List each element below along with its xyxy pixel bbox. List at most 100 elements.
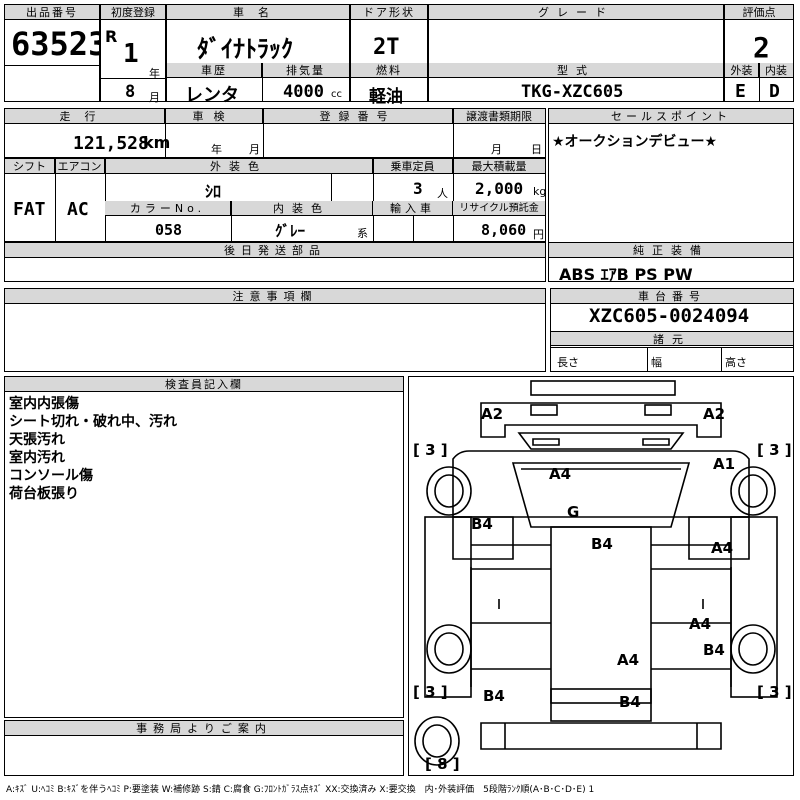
recycle-value: 8,060 — [481, 221, 527, 239]
lot-value: 63523 — [11, 25, 108, 63]
interior-color-unit: 系 — [357, 227, 368, 240]
transfer-day: 日 — [531, 143, 542, 156]
tread-front-right: [ 3 ] — [757, 441, 792, 459]
damage-mark: G — [567, 503, 580, 521]
history-label: 車歴 — [167, 63, 262, 78]
caution-panel: 注意事項欄 — [4, 288, 546, 372]
fuel-label: 燃料 — [351, 63, 427, 78]
door-cell: ドア形状 2T 燃料 軽油 — [350, 4, 428, 107]
fuel-value: 軽油 — [369, 87, 403, 107]
damage-mark: A2 — [481, 405, 504, 423]
truck-outline — [414, 380, 778, 766]
office-panel: 事務局よりご案内 — [4, 720, 404, 776]
damage-mark: A4 — [549, 465, 572, 483]
mileage-unit: km — [143, 133, 171, 152]
sales-point-panel: セールスポイント ★オークションデビュー★ — [548, 108, 794, 256]
history-value: レンタ — [185, 85, 239, 106]
sales-value: ★オークションデビュー★ — [552, 134, 718, 150]
grade-label: グレード — [429, 5, 723, 20]
score-label: 評価点 — [725, 5, 793, 20]
later-parts-panel: 後日発送部品 — [4, 242, 546, 282]
load-label: 最大積載量 — [453, 159, 545, 174]
import-label: 輸入車 — [373, 201, 453, 216]
ac-value: AC — [67, 199, 89, 220]
load-unit: kg — [533, 185, 547, 198]
caution-label: 注意事項欄 — [5, 289, 545, 304]
reg-no-label: 登録番号 — [263, 109, 453, 124]
color-no-label: カラーNo. — [105, 201, 231, 216]
door-value: 2T — [373, 35, 400, 60]
capacity-value: 3 — [413, 179, 423, 198]
door-label: ドア形状 — [351, 5, 427, 20]
capacity-unit: 人 — [437, 187, 448, 200]
chassis-panel: 車台番号 XZC605-0024094 諸元 長さ 幅 高さ — [550, 288, 794, 372]
row2-panel: 走行 車検 登録番号 譲渡書類期限 121,528 km 年 月 月 日 — [4, 108, 546, 158]
first-reg-label: 初度登録 — [101, 5, 165, 20]
interior-label: 内装 — [759, 63, 793, 78]
name-cell: 車名 ﾀﾞｲﾅﾄﾗｯｸ 車歴 排気量 レンタ 4000 cc — [166, 4, 350, 106]
month-unit: 月 — [149, 91, 160, 104]
inspector-label: 検査員記入欄 — [5, 377, 403, 392]
inspector-line: 室内内張傷 — [9, 396, 79, 412]
equipment-panel: 純正装備 ABS ｴｱB PS PW — [548, 242, 794, 284]
damage-mark: A2 — [703, 405, 726, 423]
tread-spare: [ 8 ] — [425, 755, 460, 773]
model-label: 型式 — [429, 63, 723, 78]
equipment-value: ABS ｴｱB PS PW — [559, 265, 693, 284]
score-cell: 評価点 2 外装 内装 E D — [724, 4, 794, 102]
interior-color-value: ｸﾞﾚｰ — [275, 222, 306, 240]
inspection-label: 車検 — [165, 109, 263, 124]
displacement-value: 4000 — [283, 82, 324, 102]
inspector-line: 荷台板張り — [9, 486, 79, 502]
chassis-value: XZC605-0024094 — [589, 305, 750, 327]
transfer-label: 譲渡書類期限 — [453, 109, 545, 124]
first-reg-month: 8 — [125, 82, 136, 102]
name-value: ﾀﾞｲﾅﾄﾗｯｸ — [197, 35, 293, 63]
inspector-lines: 室内内張傷 シート切れ・破れ中、汚れ 天張汚れ 室内汚れ コンソール傷 荷台板張… — [9, 395, 177, 503]
damage-mark: A4 — [617, 651, 640, 669]
load-value: 2,000 — [475, 179, 524, 198]
shift-label: シフト — [5, 159, 55, 174]
name-label: 車名 — [167, 5, 349, 20]
damage-mark: B4 — [619, 693, 641, 711]
interior-color-label: 内装色 — [231, 201, 373, 216]
inspector-line: 室内汚れ — [9, 450, 65, 466]
exterior-label: 外装 — [725, 63, 759, 78]
damage-mark: B4 — [471, 515, 493, 533]
tread-rear-left: [ 3 ] — [413, 683, 448, 701]
displacement-unit: cc — [331, 89, 342, 100]
exterior-color-value: ｼﾛ — [205, 182, 222, 201]
model-value: TKG-XZC605 — [521, 82, 624, 102]
tread-rear-right: [ 3 ] — [757, 683, 792, 701]
equipment-label: 純正装備 — [549, 243, 793, 258]
capacity-label: 乗車定員 — [373, 159, 453, 174]
first-reg-year: 1 — [123, 39, 139, 69]
damage-diagram: A2 A2 A4 A1 G B4 B4 A4 A4 B4 A4 B4 B4 [ … — [408, 376, 794, 776]
first-reg-era: R — [105, 27, 118, 46]
recycle-unit: 円 — [533, 228, 544, 241]
inspector-line: シート切れ・破れ中、汚れ — [9, 414, 177, 430]
interior-value: D — [769, 81, 780, 102]
damage-mark: A4 — [711, 539, 734, 557]
damage-mark: B4 — [591, 535, 613, 553]
legend-text: A:ｷｽﾞ U:ﾍｺﾐ B:ｷｽﾞを伴うﾍｺﾐ P:要塗装 W:補修跡 S:錆 … — [6, 785, 595, 795]
row3-panel: シフト エアコン 外装色 乗車定員 最大積載量 FAT AC ｼﾛ 3 人 2,… — [4, 158, 546, 242]
inspector-line: 天張汚れ — [9, 432, 65, 448]
inspection-year: 年 — [211, 143, 222, 156]
exterior-value: E — [735, 81, 746, 102]
damage-mark: B4 — [703, 641, 725, 659]
inspector-line: コンソール傷 — [9, 468, 93, 484]
tread-front-left: [ 3 ] — [413, 441, 448, 459]
color-no-value: 058 — [155, 221, 183, 239]
year-unit: 年 — [149, 67, 160, 80]
mileage-label: 走行 — [5, 109, 165, 124]
damage-mark: A1 — [713, 455, 736, 473]
width-label: 幅 — [651, 356, 662, 369]
shift-value: FAT — [13, 199, 46, 220]
sales-label: セールスポイント — [549, 109, 793, 124]
chassis-label: 車台番号 — [551, 289, 793, 304]
length-label: 長さ — [557, 356, 579, 369]
damage-mark: B4 — [483, 687, 505, 705]
damage-mark: A4 — [689, 615, 712, 633]
mileage-value: 121,528 — [73, 133, 149, 154]
